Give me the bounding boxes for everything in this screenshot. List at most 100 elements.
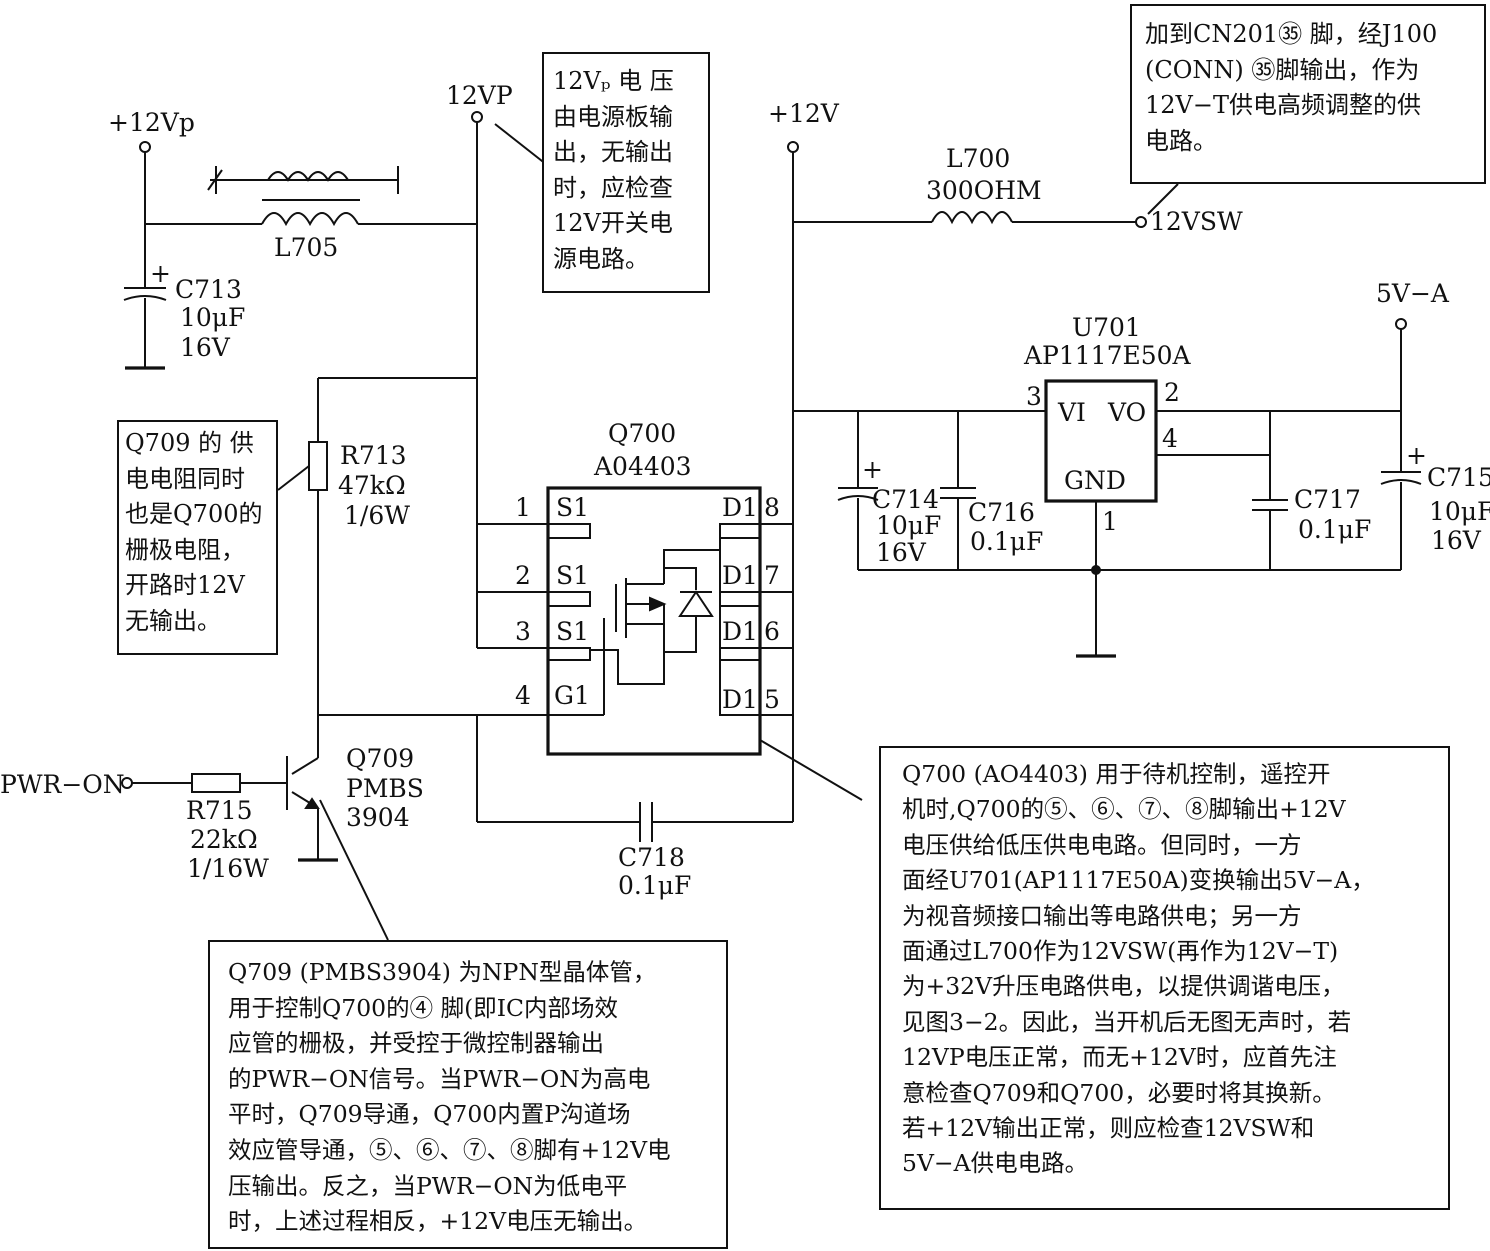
note-q700-line: 机时,Q700的⑤、⑥、⑦、⑧脚输出+12V (902, 795, 1346, 824)
c716-ref: C716 (968, 498, 1035, 527)
u701-part: AP1117E50A (1023, 341, 1192, 370)
q700-pin1-name: S1 (556, 493, 589, 522)
note-12vp: 12Vₚ 电 压 由电源板输 出，无输出 时，应检查 12V开关电 源电路。 (542, 52, 710, 293)
note-cn201-line: 12V−T供电高频调整的供 (1145, 91, 1421, 119)
q700-pin5-name: D1 (722, 685, 758, 714)
note-q709-line: 时，上述过程相反，+12V电压无输出。 (228, 1207, 648, 1236)
net-label-pwr-on: PWR−ON (0, 770, 125, 799)
q700-ic: Q700 A04403 1 2 3 4 S1 S1 S1 G1 8 7 6 5 … (515, 419, 863, 801)
l705-ref: L705 (274, 233, 338, 262)
capacitor-c713: + C713 10μF 16V (123, 224, 245, 370)
resistor-r715: R715 22kΩ 1/16W (186, 773, 269, 883)
note-12vp-line: 源电路。 (553, 244, 649, 273)
u701-pin-gnd: 1 (1102, 507, 1118, 536)
u701-vo: VO (1107, 398, 1146, 427)
note-q709-resistor-line: Q709 的 供 (125, 429, 254, 457)
capacitor-c714: + C714 10μF 16V (837, 411, 941, 570)
c715-ref: C715 (1427, 463, 1490, 492)
q709-part-line2: 3904 (346, 803, 410, 832)
q700-ref: Q700 (608, 419, 676, 448)
net-label-p12v: +12V (768, 99, 840, 128)
c715-plus: + (1406, 441, 1427, 470)
note-q700-line: 若+12V输出正常，则应检查12VSW和 (902, 1114, 1315, 1143)
note-q709-resistor-line: 栅极电阻， (125, 535, 245, 564)
note-q700-line: 面通过L700作为12VSW(再作为12V−T) (902, 937, 1339, 966)
note-q709-line: 的PWR−ON信号。当PWR−ON为高电 (228, 1064, 651, 1093)
c718-ref: C718 (618, 843, 685, 872)
note-q700-line: 意检查Q709和Q700，必要时将其换新。 (902, 1078, 1336, 1107)
c714-ref: C714 (872, 485, 939, 514)
note-q700-line: 为视音频接口输出等电路供电；另一方 (902, 901, 1302, 930)
u701-pin-4: 4 (1162, 424, 1178, 453)
note-q709-line: 压输出。反之，当PWR−ON为低电平 (228, 1171, 628, 1200)
note-12vp-line: 时，应检查 (553, 173, 673, 202)
net-label-5v-a: 5V−A (1376, 279, 1450, 308)
note-q700-line: Q700 (AO4403) 用于待机控制，遥控开 (902, 760, 1331, 788)
c713-ref: C713 (175, 275, 242, 304)
c714-value: 10μF (876, 511, 941, 540)
net-pwr-on: PWR−ON (0, 770, 192, 799)
u701-gnd: GND (1064, 466, 1126, 495)
note-q709-description: Q709 (PMBS3904) 为NPN型晶体管， 用于控制Q700的④ 脚(即… (208, 940, 728, 1249)
r715-ref: R715 (186, 796, 253, 825)
l700-ref: L700 (946, 144, 1010, 173)
note-12vp-line: 出，无输出 (553, 138, 673, 166)
note-q700-line: 12VP电压正常，而无+12V时，应首先注 (902, 1043, 1337, 1072)
note-q709-line: Q709 (PMBS3904) 为NPN型晶体管， (228, 958, 657, 986)
u701-pin-vo: 2 (1164, 378, 1180, 407)
r713-power: 1/6W (344, 501, 410, 530)
note-q700-line: 面经U701(AP1117E50A)变换输出5V−A， (902, 866, 1375, 895)
net-5v-a: 5V−A (1376, 279, 1450, 472)
c713-value: 10μF (180, 303, 245, 332)
u701-ref: U701 (1072, 313, 1141, 342)
note-q709-resistor-line: 无输出。 (125, 606, 221, 635)
q709-ref: Q709 (346, 744, 414, 773)
note-q700-line: 电压供给低压供电电路。但同时，一方 (902, 830, 1302, 859)
l700-value: 300OHM (926, 176, 1042, 205)
q700-pin6-num: 6 (764, 617, 780, 646)
q700-pin8-num: 8 (764, 493, 780, 522)
note-q700-line: 5V−A供电电路。 (902, 1149, 1089, 1178)
net-label-p12vp-left: +12Vp (108, 108, 195, 137)
note-cn201-line: (CONN) ㉟脚输出，作为 (1145, 55, 1420, 84)
q700-pin6-name: D1 (722, 617, 758, 646)
note-cn201-line: 加到CN201㉟ 脚，经J100 (1145, 20, 1438, 48)
note-12vp-line: 12Vₚ 电 压 (553, 67, 674, 95)
note-q709-line: 用于控制Q700的④ 脚(即IC内部场效 (228, 993, 619, 1022)
r715-value: 22kΩ (190, 825, 258, 854)
resistor-r713: R713 47kΩ 1/6W (277, 378, 410, 715)
inductor-l705: L705 (207, 166, 399, 262)
r715-power: 1/16W (187, 854, 269, 883)
capacitor-c717: C717 0.1μF (1252, 411, 1371, 570)
c714-voltage: 16V (876, 538, 927, 567)
q700-pin1-num: 1 (515, 493, 531, 522)
note-12vp-line: 12V开关电 (553, 209, 673, 237)
note-q709-resistor-line: 开路时12V (125, 571, 245, 599)
note-q709-line: 应管的栅极，并受控于微控制器输出 (228, 1029, 604, 1058)
note-q709-resistor-line: 也是Q700的 (125, 500, 263, 528)
q700-pin3-name: S1 (556, 617, 589, 646)
q709-transistor: Q709 PMBS 3904 (240, 714, 548, 941)
c715-value: 10μF (1429, 497, 1490, 526)
q700-pin4-name: G1 (554, 681, 590, 710)
note-q709-resistor: Q709 的 供 电电阻同时 也是Q700的 栅极电阻， 开路时12V 无输出。 (117, 420, 278, 655)
net-label-p12vp-top: 12VP (446, 81, 513, 110)
q700-pin7-name: D1 (722, 561, 758, 590)
c713-plus: + (150, 259, 171, 288)
q700-pin4-num: 4 (515, 681, 531, 710)
note-12vp-line: 由电源板输 (553, 102, 673, 131)
c718-value: 0.1μF (618, 871, 691, 900)
r713-value: 47kΩ (338, 471, 406, 500)
u701-pin-vi: 3 (1026, 382, 1042, 411)
q700-pin2-name: S1 (556, 561, 589, 590)
note-q709-line: 效应管导通，⑤、⑥、⑦、⑧脚有+12V电 (228, 1135, 671, 1164)
net-p12v: +12V (760, 99, 1046, 822)
net-label-12vsw: 12VSW (1150, 207, 1243, 236)
c714-plus: + (862, 455, 883, 484)
c716-value: 0.1μF (970, 527, 1043, 556)
note-cn201: 加到CN201㉟ 脚，经J100 (CONN) ㉟脚输出，作为 12V−T供电高… (1130, 4, 1486, 184)
q709-part-line1: PMBS (346, 774, 424, 803)
note-q700-line: 见图3−2。因此，当开机后无图无声时，若 (902, 1007, 1352, 1036)
inductor-l700: L700 300OHM 12VSW (926, 144, 1243, 236)
